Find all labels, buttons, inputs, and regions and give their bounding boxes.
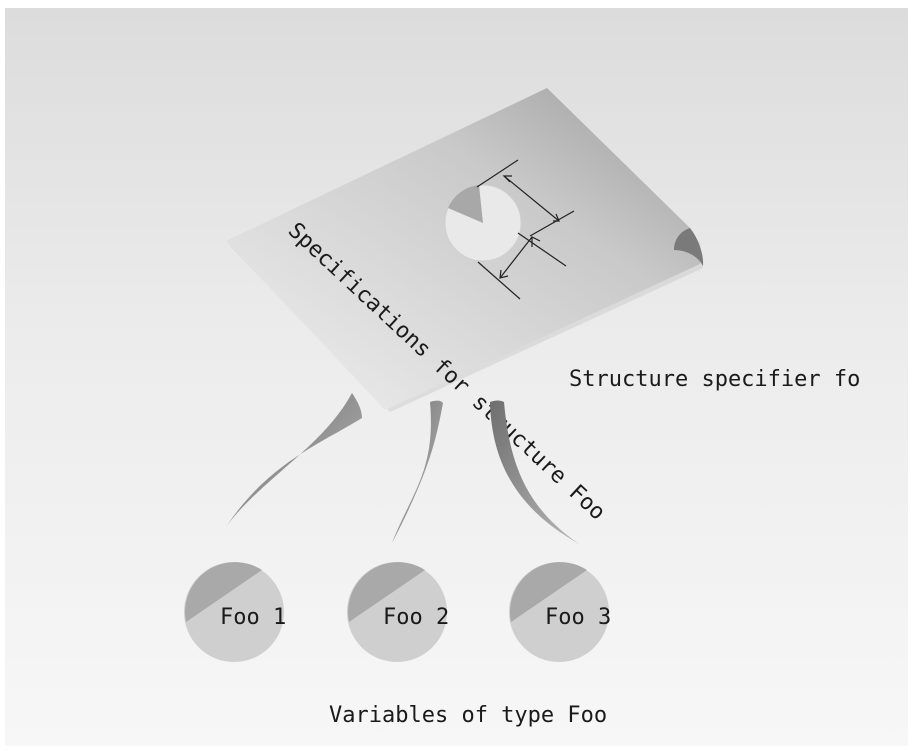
dimension-lines-icon bbox=[476, 159, 575, 300]
variable-label: Foo 1 bbox=[220, 605, 286, 630]
variable-disc-highlight bbox=[185, 562, 262, 622]
caption: Variables of type Foo bbox=[329, 703, 607, 728]
ribbon-to-foo-2 bbox=[392, 400, 443, 543]
specifier-label: Structure specifier fo bbox=[569, 367, 860, 392]
variable-label: Foo 3 bbox=[545, 605, 611, 630]
variable-disc-highlight bbox=[510, 562, 587, 622]
hole-icon bbox=[444, 184, 522, 262]
background-panel bbox=[5, 8, 908, 746]
variable-foo-2: Foo 2 bbox=[347, 562, 449, 662]
ribbon-to-foo-3 bbox=[490, 400, 579, 544]
connection-ribbons bbox=[226, 393, 579, 544]
variable-disc-highlight bbox=[348, 562, 425, 622]
ribbon-to-foo-1 bbox=[226, 393, 362, 527]
variable-foo-3: Foo 3 bbox=[509, 562, 611, 662]
variable-foo-1: Foo 1 bbox=[184, 562, 286, 662]
variable-label: Foo 2 bbox=[383, 605, 449, 630]
sheet-curled-corner bbox=[674, 228, 704, 266]
